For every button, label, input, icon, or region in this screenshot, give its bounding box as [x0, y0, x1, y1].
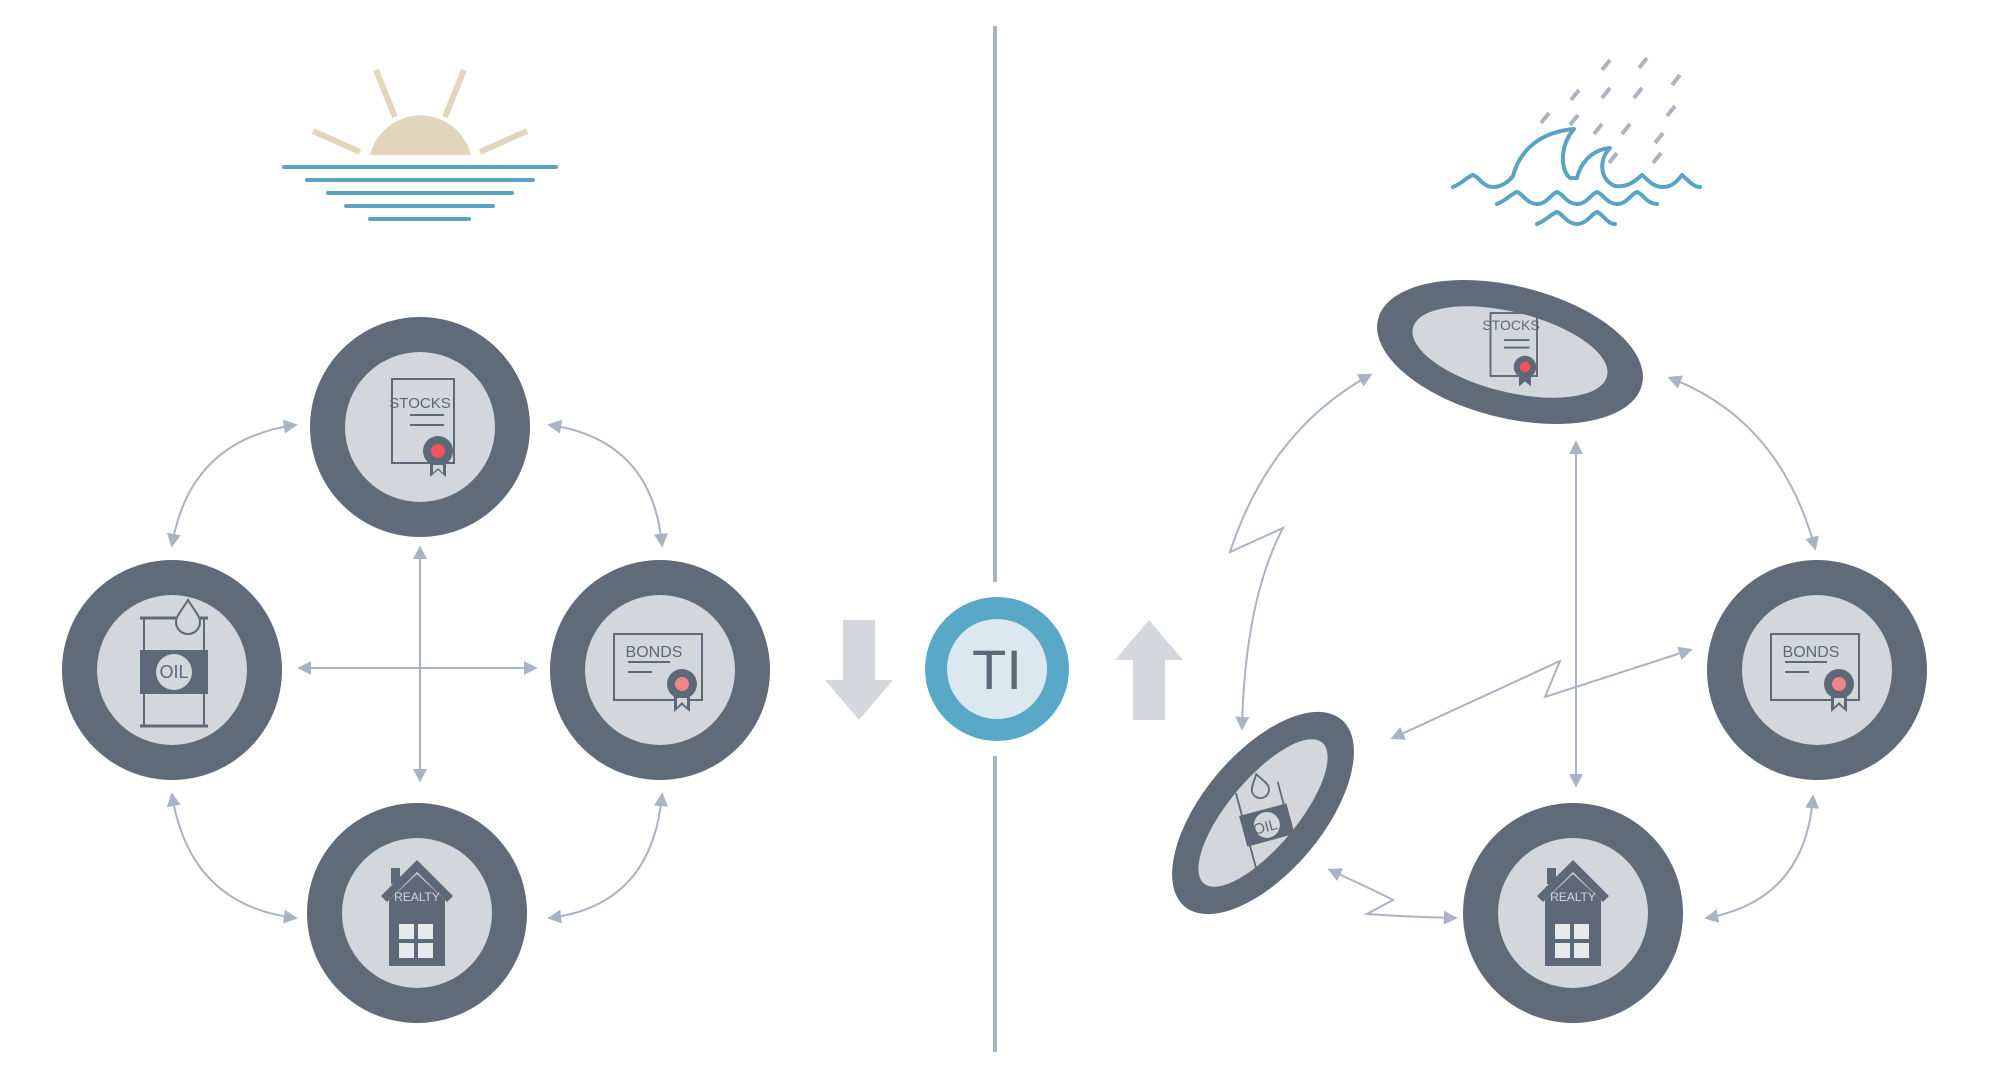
left-node-oil: OIL [62, 560, 282, 780]
arrow-up-icon [1115, 620, 1183, 720]
left-node-stocks: STOCKS [310, 317, 530, 537]
right-bonds-label: BONDS [1783, 644, 1840, 661]
left-oil-label: OIL [159, 662, 188, 682]
right-realty-label: REALTY [1550, 890, 1596, 904]
left-bonds-label: BONDS [626, 644, 683, 661]
ti-badge: TI [925, 597, 1069, 741]
right-node-bonds: BONDS [1707, 560, 1927, 780]
left-node-bonds: BONDS [550, 560, 770, 780]
ti-label: TI [972, 638, 1022, 701]
sunset-icon [282, 68, 558, 221]
storm-waves-icon [1451, 56, 1702, 226]
arrow-down-icon [825, 620, 893, 720]
right-oil-label: OIL [1252, 816, 1280, 839]
right-stocks-label: STOCKS [1482, 317, 1539, 333]
left-node-realty: REALTY [307, 803, 527, 1023]
right-node-oil: OIL [1172, 711, 1354, 915]
left-connectors [166, 419, 668, 924]
left-stocks-label: STOCKS [389, 395, 450, 412]
right-node-stocks: STOCKS [1377, 280, 1643, 424]
right-node-realty: REALTY [1463, 803, 1683, 1023]
left-realty-label: REALTY [394, 890, 440, 904]
right-connectors [1228, 373, 1820, 925]
